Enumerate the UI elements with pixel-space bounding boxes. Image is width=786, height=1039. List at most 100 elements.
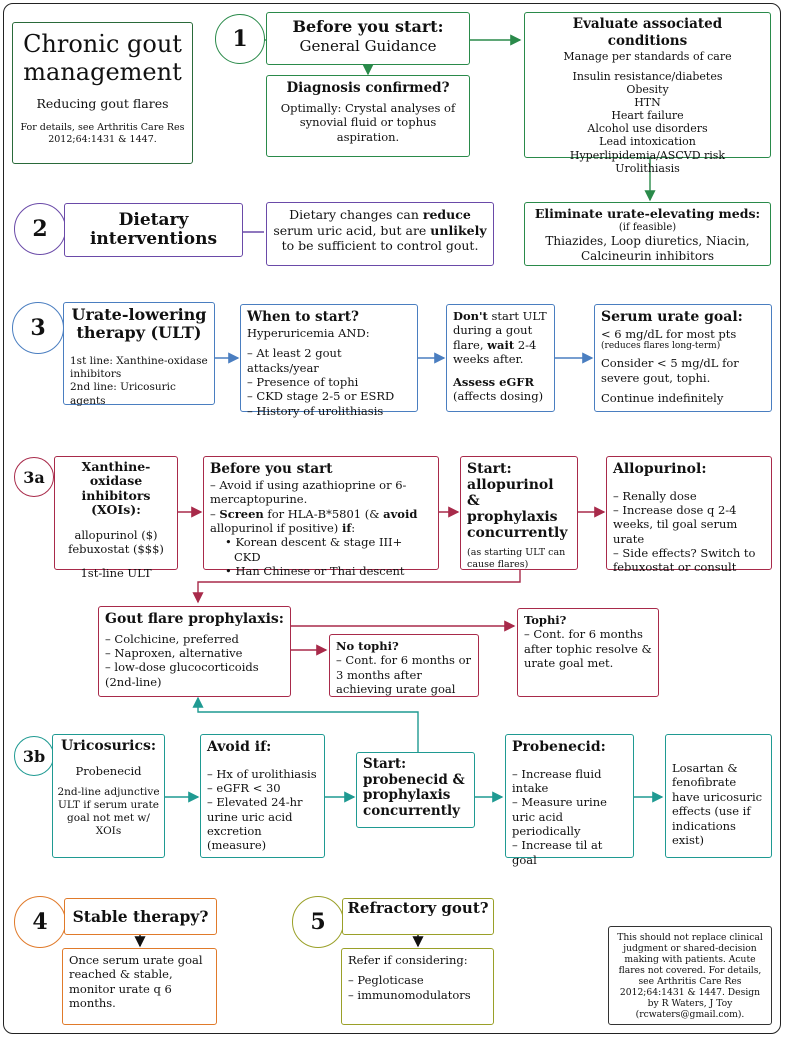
tophi-title: Tophi?	[524, 613, 567, 627]
before-bullet: Korean descent & stage III+ CKD	[222, 535, 432, 564]
condition-item: HTN	[634, 95, 661, 109]
allo-item: Increase dose q 2-4 weeks, til goal seru…	[613, 503, 765, 546]
probe-item: Increase fluid intake	[512, 767, 627, 796]
no-tophi-box: No tophi? – Cont. for 6 months or 3 mont…	[329, 634, 479, 697]
xoi-drug-1: allopurinol ($)	[74, 527, 158, 542]
meds-title: Eliminate urate-elevating meds:	[534, 206, 761, 221]
step-2-circle: 2	[14, 203, 66, 255]
uricosurics-box: Uricosurics: Probenecid 2nd-line adjunct…	[52, 734, 165, 858]
goal-line-1-note: (reduces flares long-term)	[601, 340, 721, 351]
start-allopurinol-box: Start: allopurinol & prophylaxis concurr…	[460, 456, 578, 570]
condition-item: Alcohol use disorders	[587, 122, 708, 136]
assess-egfr: Assess eGFR	[453, 374, 534, 389]
when-item: At least 2 gout attacks/year	[247, 346, 411, 375]
screen-bold: Screen	[219, 506, 264, 521]
condition-item: Obesity	[626, 82, 669, 96]
before-you-start-box: Before you start: General Guidance	[266, 12, 470, 65]
step-1-circle: 1	[215, 14, 265, 64]
condition-item: Urolithiasis	[615, 161, 680, 175]
ult-box: Urate-lowering therapy (ULT) 1st line: X…	[63, 302, 215, 407]
before-item-1: – Avoid if using azathioprine or 6-merca…	[210, 477, 407, 507]
title-reference: For details, see Arthritis Care Res 2012…	[20, 121, 185, 145]
before-item-2: – Screen for HLA-B*5801 (& avoid allopur…	[210, 506, 418, 535]
start-allo-note: (as starting ULT can cause flares)	[467, 547, 566, 571]
avoid-if-box: Avoid if: Hx of urolithiasis eGFR < 30 E…	[200, 734, 325, 858]
allopurinol-box: Allopurinol: Renally dose Increase dose …	[606, 456, 772, 574]
avoid-item: eGFR < 30	[207, 781, 318, 795]
dont-text-1: start ULT during a gout flare,	[453, 309, 547, 352]
step-5-number: 5	[310, 909, 326, 935]
if-bold: if	[341, 521, 352, 535]
dont-text-2: 2-4 weeks after.	[453, 337, 537, 367]
goal-line-2: Consider < 5 mg/dL for severe gout, toph…	[601, 356, 739, 385]
ult-line-1: 1st line: Xanthine-oxidase inhibitors	[70, 355, 208, 381]
disclaimer-box: This should not replace clinical judgmen…	[608, 926, 772, 1025]
uricosurics-note: 2nd-line adjunctive ULT if serum urate g…	[57, 785, 160, 838]
step-3-number: 3	[30, 315, 46, 341]
uricosurics-drug: Probenecid	[75, 763, 142, 778]
diagnosis-text: Optimally: Crystal analyses of synovial …	[280, 100, 456, 144]
start-allo-title: Start: allopurinol & prophylaxis concurr…	[467, 461, 568, 542]
when-title: When to start?	[247, 309, 359, 325]
notophi-title: No tophi?	[336, 639, 399, 653]
xoi-box: Xanthine-oxidase inhibitors (XOIs): allo…	[54, 456, 178, 580]
avoid-title: Avoid if:	[207, 739, 272, 755]
before-item-2-text: for HLA-B*5801 (&	[263, 506, 384, 521]
allo-title: Allopurinol:	[613, 461, 707, 477]
eliminate-meds-box: Eliminate urate-elevating meds: (if feas…	[524, 202, 771, 266]
when-item: Presence of tophi	[247, 375, 411, 389]
when-subtitle: Hyperuricemia AND:	[247, 325, 370, 340]
page-title: Chronic gout management	[23, 30, 182, 86]
condition-item: Insulin resistance/diabetes	[572, 69, 723, 83]
avoid-item: Hx of urolithiasis	[207, 767, 318, 781]
ult-title: Urate-lowering therapy (ULT)	[71, 305, 207, 342]
prophylaxis-box: Gout flare prophylaxis: Colchicine, pref…	[98, 606, 291, 697]
dont-text: Don't start ULT during a gout flare, wai…	[453, 309, 548, 367]
tophi-box: Tophi? – Cont. for 6 months after tophic…	[517, 608, 659, 697]
diagnosis-title: Diagnosis confirmed?	[286, 80, 450, 96]
when-list: At least 2 gout attacks/year Presence of…	[247, 346, 411, 418]
dietary-title: Dietary interventions	[89, 210, 218, 249]
start-probenecid-box: Start: probenecid & prophylaxis concurre…	[356, 752, 475, 828]
proph-item: Naproxen, alternative	[105, 646, 284, 660]
dietary-interventions-box: Dietary interventions	[64, 203, 243, 257]
losartan-box: Losartan & fenofibrate have uricosuric e…	[665, 734, 772, 858]
step-4-circle: 4	[14, 896, 66, 948]
avoid-bold: avoid	[383, 506, 418, 521]
ult-line-2: 2nd line: Uricosuric agents	[70, 381, 176, 407]
before-bullet: Han Chinese or Thai descent	[222, 564, 432, 578]
proph-title: Gout flare prophylaxis:	[105, 611, 284, 627]
stable-text: Once serum urate goal reached & stable, …	[69, 953, 203, 1011]
condition-item: Hyperlipidemia/ASCVD risk	[569, 148, 726, 162]
before-you-start-title: Before you start:	[292, 17, 444, 36]
disclaimer-text: This should not replace clinical judgmen…	[617, 932, 763, 1021]
proph-item: Colchicine, preferred	[105, 632, 284, 646]
dietary-text-unlikely: unlikely	[430, 222, 487, 238]
title-box: Chronic gout management Reducing gout fl…	[12, 22, 193, 164]
proph-item: low-dose glucocorticoids (2nd-line)	[105, 660, 284, 689]
allo-item: Renally dose	[613, 489, 765, 503]
dont-wait: wait	[487, 337, 515, 352]
conditions-title: Evaluate associated conditions	[572, 16, 723, 49]
dont-start-box: Don't start ULT during a gout flare, wai…	[446, 304, 555, 412]
dietary-text-box: Dietary changes can reduce serum uric ac…	[266, 202, 494, 266]
step-3a-number: 3a	[23, 467, 45, 487]
stable-text-box: Once serum urate goal reached & stable, …	[62, 948, 217, 1025]
when-item: History of urolithiasis	[247, 404, 411, 418]
step-5-circle: 5	[292, 896, 344, 948]
dietary-text-1: Dietary changes can	[289, 207, 423, 222]
goal-title: Serum urate goal:	[601, 309, 743, 325]
probe-title: Probenecid:	[512, 739, 606, 755]
goal-line-1: < 6 mg/dL for most pts	[601, 326, 737, 341]
arrow-start-to-prophylaxis	[192, 570, 521, 604]
condition-item: Lead intoxication	[599, 135, 696, 149]
xoi-title: Xanthine-oxidase inhibitors (XOIs):	[81, 459, 151, 518]
step-4-number: 4	[32, 909, 48, 935]
probe-item: Increase til at goal	[512, 838, 627, 867]
losartan-text: Losartan & fenofibrate have uricosuric e…	[672, 761, 763, 847]
step-3b-number: 3b	[22, 746, 46, 766]
avoid-list: Hx of urolithiasis eGFR < 30 Elevated 24…	[207, 767, 318, 853]
meds-text: Thiazides, Loop diuretics, Niacin, Calci…	[545, 234, 750, 264]
stable-title: Stable therapy?	[72, 906, 209, 926]
